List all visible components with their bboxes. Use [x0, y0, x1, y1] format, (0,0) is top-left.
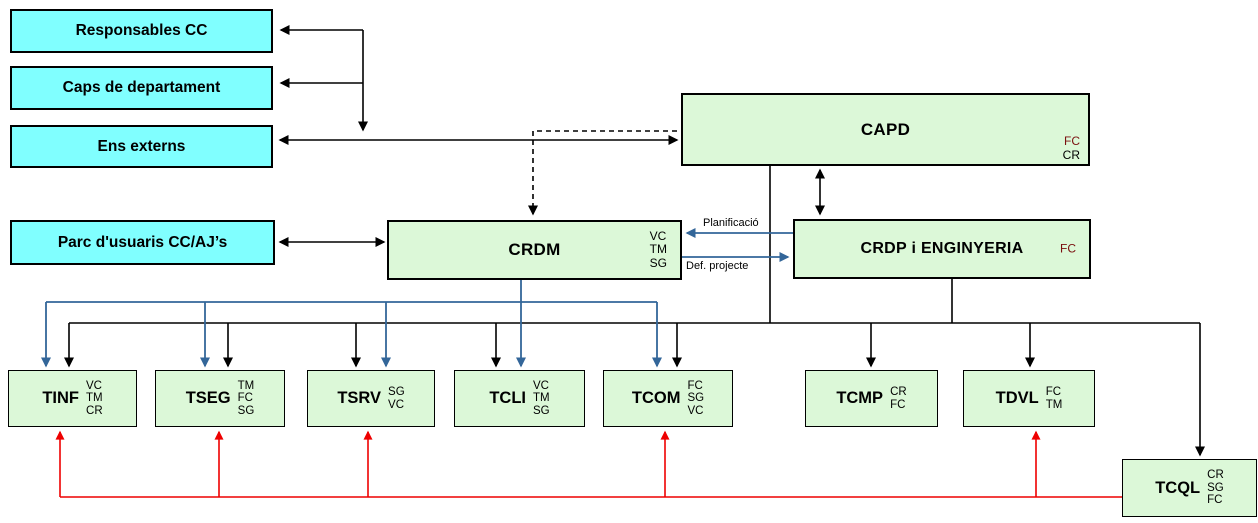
tag: FC: [1045, 386, 1062, 399]
node-crdp-tags: FC: [1060, 241, 1076, 256]
node-capd-tags: FC CR: [1062, 134, 1080, 162]
team-tcmp: TCMP CR FC: [805, 370, 938, 427]
tag: SG: [533, 404, 550, 417]
tag: TM: [237, 379, 255, 392]
tag: SG: [237, 404, 255, 417]
tag-tm: TM: [649, 242, 667, 257]
tag: VC: [388, 398, 405, 411]
team-tinf-label: TINF: [42, 389, 80, 407]
node-crdp-enginyeria: CRDP i ENGINYERIA FC: [793, 219, 1091, 279]
external-caps-label: Caps de departament: [62, 79, 221, 96]
team-tcli-tags: VC TM SG: [533, 380, 550, 417]
team-tcom-label: TCOM: [631, 389, 681, 407]
team-tsrv-tags: SG VC: [388, 386, 405, 411]
tag: FC: [237, 392, 253, 405]
tag: TM: [1045, 398, 1063, 411]
node-crdp-label: CRDP i ENGINYERIA: [860, 240, 1024, 257]
node-capd-label: CAPD: [860, 119, 911, 139]
tag: CR: [86, 404, 103, 417]
team-tinf-tags: VC TM CR: [86, 380, 103, 417]
tag: SG: [687, 392, 705, 405]
node-capd: CAPD FC CR: [681, 93, 1090, 166]
tag: CR: [1207, 469, 1224, 482]
team-tseg-tags: TM FC SG: [238, 380, 255, 417]
external-parc-label: Parc d'usuaris CC/AJ’s: [57, 233, 228, 251]
team-tseg-label: TSEG: [185, 389, 231, 407]
edge-label-def-projecte: Def. projecte: [686, 260, 749, 272]
tag-fc: FC: [1060, 241, 1076, 256]
team-tdvl-tags: FC TM: [1046, 386, 1063, 411]
team-tcom-tags: FC SG VC: [687, 380, 704, 417]
tag: FC: [687, 379, 703, 392]
team-tcmp-label: TCMP: [836, 389, 884, 407]
tag: VC: [687, 404, 704, 417]
team-tdvl-label: TDVL: [995, 389, 1039, 407]
team-tcli: TCLI VC TM SG: [454, 370, 585, 427]
tag: SG: [388, 386, 405, 399]
tag: FC: [1207, 494, 1223, 507]
team-tcql-label: TCQL: [1155, 478, 1201, 497]
tag-sg: SG: [649, 255, 667, 270]
tag: VC: [533, 379, 549, 392]
team-tcql: TCQL CR SG FC: [1122, 459, 1257, 517]
external-parc-usuaris: Parc d'usuaris CC/AJ’s: [10, 220, 275, 265]
tag: CR: [890, 386, 907, 399]
tag-fc: FC: [1064, 134, 1080, 149]
tag-cr: CR: [1062, 147, 1080, 162]
node-crdm-tags: VC TM SG: [649, 228, 667, 270]
external-responsables: Responsables CC: [10, 9, 273, 53]
team-tsrv-label: TSRV: [337, 389, 382, 407]
node-crdm: CRDM VC TM SG: [387, 220, 682, 280]
external-ens-externs: Ens externs: [10, 125, 273, 168]
external-responsables-label: Responsables CC: [75, 22, 208, 39]
team-tcom: TCOM FC SG VC: [603, 370, 733, 427]
team-tcmp-tags: CR FC: [890, 386, 907, 411]
tag: FC: [890, 398, 906, 411]
tag: TM: [86, 392, 103, 405]
edge-capd-crdm-dashed: [528, 130, 677, 216]
external-caps-departament: Caps de departament: [10, 66, 273, 110]
tag-vc: VC: [649, 228, 667, 243]
team-tinf: TINF VC TM CR: [8, 370, 137, 427]
team-tdvl: TDVL FC TM: [963, 370, 1095, 427]
node-crdm-label: CRDM: [508, 240, 561, 259]
team-tcql-tags: CR SG FC: [1207, 469, 1224, 506]
team-tseg: TSEG TM FC SG: [155, 370, 285, 427]
tag: VC: [86, 379, 102, 392]
team-tsrv: TSRV SG VC: [307, 370, 435, 427]
tag: SG: [1207, 481, 1224, 494]
team-tcli-label: TCLI: [489, 389, 527, 407]
edge-label-planificacio: Planificació: [703, 217, 759, 229]
tag: TM: [533, 392, 550, 405]
external-ens-label: Ens externs: [97, 137, 186, 155]
